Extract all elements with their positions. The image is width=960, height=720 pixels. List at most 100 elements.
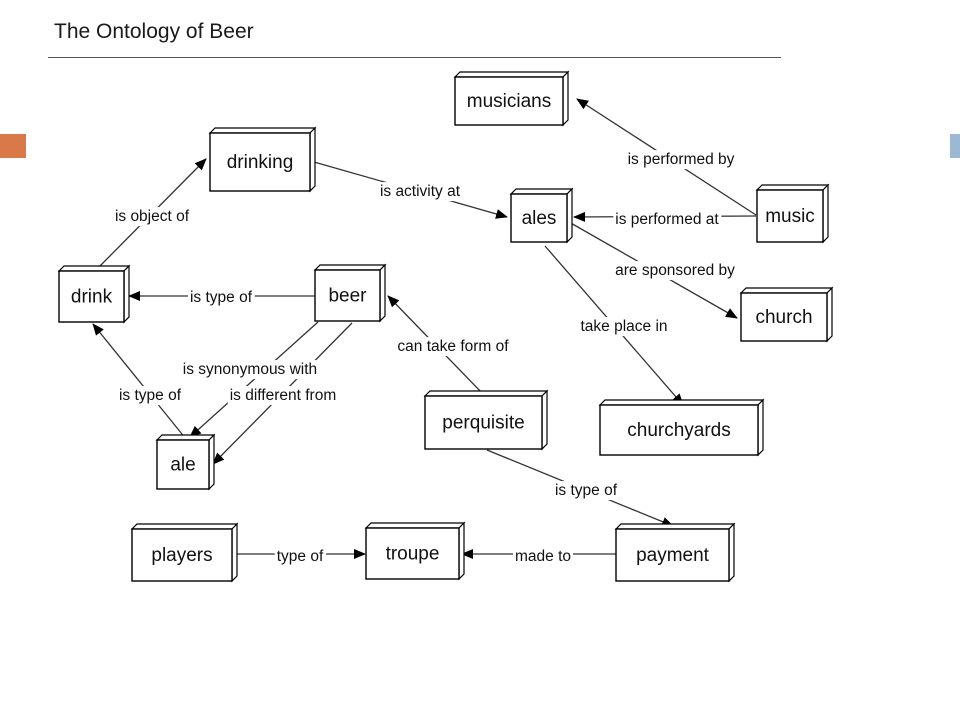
node-front-face (454, 76, 564, 126)
node-label: music (765, 206, 815, 227)
node-top-face (423, 390, 549, 397)
edge-label-group: type of (274, 547, 326, 567)
node-front-face (365, 527, 460, 580)
node-church[interactable]: church (739, 286, 834, 343)
edge-label-bg (180, 360, 320, 380)
node-musicians[interactable]: musicians (453, 70, 570, 127)
edge-label: made to (515, 548, 571, 565)
node-front-face (58, 270, 125, 323)
node-music[interactable]: music (755, 183, 830, 244)
node-front-face (314, 269, 381, 322)
edge-label-bg (613, 210, 722, 230)
node-front-face (156, 439, 210, 490)
node-label: churchyards (627, 420, 731, 441)
edge-label: is object of (115, 208, 190, 225)
node-side-face (458, 521, 465, 581)
node-side-face (123, 264, 130, 324)
node-top-face (739, 287, 834, 294)
node-label: musicians (467, 91, 551, 112)
node-side-face (541, 389, 548, 451)
node-top-face (155, 434, 216, 441)
edge-label: is activity at (380, 183, 461, 200)
edge-label-bg (625, 150, 737, 170)
node-front-face (424, 395, 543, 450)
node-front-face (615, 528, 730, 582)
edge-line (189, 321, 319, 438)
edge-label-group: is object of (112, 207, 192, 227)
node-label: perquisite (442, 413, 524, 434)
node-side-face (728, 522, 735, 583)
node-players[interactable]: players (130, 522, 239, 583)
node-side-face (562, 70, 569, 127)
edge-label-bg (187, 288, 255, 308)
node-side-face (757, 398, 764, 457)
node-churchyards[interactable]: churchyards (598, 398, 765, 457)
edge-label-group: made to (512, 547, 574, 567)
accent-bar-left (0, 134, 26, 158)
edge-label: are sponsored by (615, 262, 735, 279)
node-top-face (364, 522, 466, 529)
node-side-face (822, 183, 829, 244)
edge-label-group: is activity at (377, 182, 463, 202)
edge-label: take place in (580, 318, 667, 335)
edge-ale-to-drink (92, 323, 187, 440)
node-label: troupe (386, 544, 440, 565)
edge-label-group: is synonymous with (180, 360, 320, 380)
node-top-face (313, 264, 387, 271)
edge-label-bg (377, 182, 463, 202)
accent-bar-right (950, 134, 960, 158)
edge-label-bg (552, 481, 620, 501)
edge-label-bg (274, 547, 326, 567)
node-top-face (614, 523, 736, 530)
edge-label: is type of (190, 289, 253, 306)
edge-label-bg (112, 207, 192, 227)
edge-label: is performed at (615, 211, 719, 228)
node-label: players (151, 545, 212, 566)
node-label: church (755, 307, 812, 328)
title-divider (48, 57, 781, 58)
node-front-face (599, 404, 759, 456)
node-label: ale (170, 455, 195, 476)
node-side-face (208, 433, 215, 491)
node-payment[interactable]: payment (614, 522, 736, 583)
node-top-face (509, 188, 574, 195)
edge-label-group: take place in (578, 317, 670, 337)
node-side-face (231, 522, 238, 583)
node-ales[interactable]: ales (509, 187, 574, 244)
node-troupe[interactable]: troupe (364, 521, 466, 581)
edge-label-group: are sponsored by (613, 261, 738, 281)
node-top-face (755, 184, 830, 191)
node-front-face (510, 193, 568, 243)
edge-label: type of (277, 548, 324, 565)
edge-label: is different from (230, 387, 337, 404)
node-top-face (453, 71, 570, 78)
node-drinking[interactable]: drinking (208, 126, 317, 193)
node-drink[interactable]: drink (57, 264, 131, 324)
edge-label-group: is performed at (613, 210, 722, 230)
node-front-face (209, 132, 311, 192)
node-label: payment (636, 545, 710, 566)
edge-label-group: can take form of (395, 337, 512, 357)
edge-label-bg (512, 547, 574, 567)
node-label: beer (328, 286, 367, 307)
node-perquisite[interactable]: perquisite (423, 389, 549, 451)
node-front-face (756, 189, 824, 243)
node-beer[interactable]: beer (313, 263, 387, 323)
node-top-face (208, 127, 317, 134)
node-label: drinking (227, 152, 294, 173)
node-front-face (740, 292, 828, 342)
node-side-face (309, 126, 316, 193)
edge-label-bg (613, 261, 738, 281)
node-ale[interactable]: ale (155, 433, 216, 491)
node-top-face (130, 523, 239, 530)
edge-label-group: is type of (187, 288, 255, 308)
node-top-face (598, 399, 765, 406)
edge-label: is type of (119, 387, 182, 404)
edge-label-group: is different from (227, 386, 339, 406)
edge-label-group: is type of (552, 481, 620, 501)
edge-label-bg (395, 337, 512, 357)
edge-label-group: is type of (116, 386, 184, 406)
edge-label: can take form of (397, 338, 509, 355)
page-title: The Ontology of Beer (54, 20, 254, 43)
